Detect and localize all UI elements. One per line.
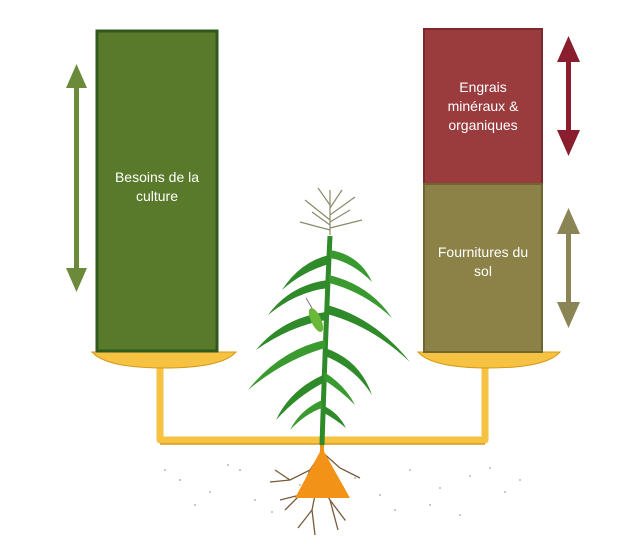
fertilizer-arrow <box>557 36 580 156</box>
fulcrum <box>295 448 350 498</box>
crop-needs-box <box>95 29 219 353</box>
corn-cob <box>305 297 324 332</box>
left-pan <box>90 351 238 369</box>
stalk <box>319 235 333 446</box>
right-pan <box>416 351 562 369</box>
left-pan-stem <box>156 360 322 444</box>
soil-supply-label: Fournitures du sol <box>437 244 529 279</box>
tassel <box>299 187 363 235</box>
leaves <box>248 250 410 430</box>
corn-plant <box>248 187 410 446</box>
right-pan-stem <box>322 360 489 444</box>
soil-supply-box <box>423 183 543 353</box>
soil-supply-arrow <box>557 208 580 328</box>
crop-needs-arrow <box>66 64 87 292</box>
soil-specks <box>164 464 521 521</box>
scale <box>90 351 562 498</box>
fertilizer-label: Engrais minéraux & organiques <box>447 79 519 133</box>
crop-needs-label: Besoins de la culture <box>114 169 200 204</box>
fertilizer-box <box>423 28 543 185</box>
